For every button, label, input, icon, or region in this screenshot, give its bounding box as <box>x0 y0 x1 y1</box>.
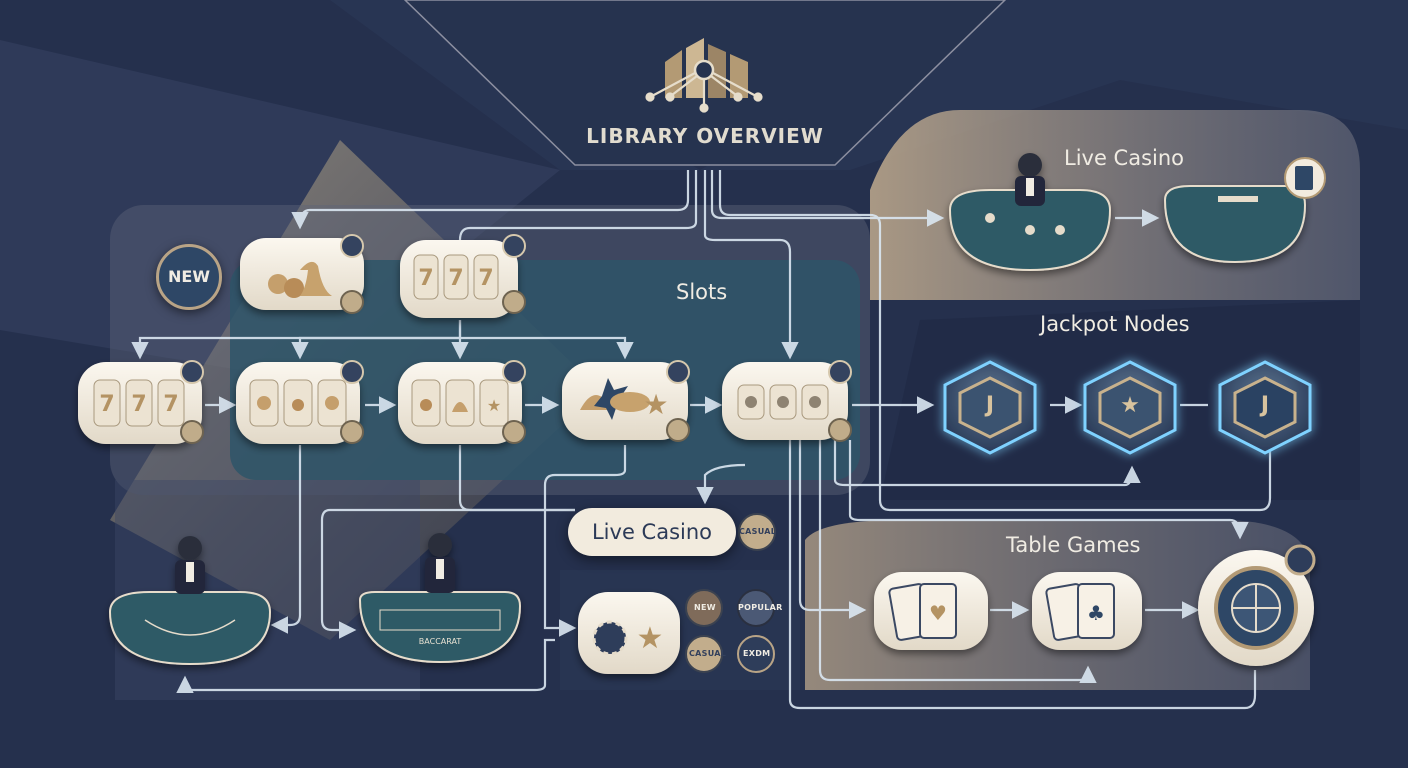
library-logo-icon <box>645 38 763 113</box>
badge-casual-small: CASUAL <box>689 649 727 658</box>
slot-card-fruit-reels[interactable] <box>236 362 360 444</box>
jackpot-letter-2: ★ <box>1120 393 1140 418</box>
jackpot-node-j[interactable] <box>943 360 1037 455</box>
svg-text:♣: ♣ <box>1087 601 1105 625</box>
badge-exdm: EXDM <box>743 649 771 658</box>
connectors <box>131 170 1272 710</box>
live-dealer-table-icon[interactable] <box>948 153 1112 272</box>
jackpot-letter-1: J <box>985 393 995 418</box>
page-title: LIBRARY OVERVIEW <box>586 124 824 148</box>
slot-card-fruit[interactable] <box>240 238 364 310</box>
region-label-slots: Slots <box>676 280 728 304</box>
jackpot-node-star[interactable] <box>1083 360 1177 455</box>
slots-panel <box>230 260 860 480</box>
blackjack-table-icon[interactable] <box>1163 185 1307 264</box>
region-label-table-games: Table Games <box>1006 533 1141 557</box>
baccarat-label: BACCARAT <box>418 637 462 646</box>
playing-card-icon <box>1284 157 1326 199</box>
live-casino-pill[interactable]: Live Casino <box>568 508 736 556</box>
svg-text:7: 7 <box>131 392 146 417</box>
svg-text:♥: ♥ <box>929 601 947 625</box>
svg-text:7: 7 <box>478 266 493 291</box>
jackpot-node-j-stars[interactable] <box>1218 360 1312 455</box>
ribbon-award-icon <box>502 234 526 314</box>
region-label-live-casino: Live Casino <box>1064 146 1185 170</box>
badge-new: NEW <box>694 603 716 612</box>
svg-text:7: 7 <box>163 392 178 417</box>
small-badges <box>685 513 776 673</box>
badge-casual: CASUAL <box>739 527 777 536</box>
jackpot-letter-3: J <box>1260 393 1270 418</box>
slot-card-cherry-bell-star[interactable]: ★ <box>398 362 522 444</box>
cards-club-icon[interactable]: ♣ <box>1032 572 1142 650</box>
roulette-wheel-icon[interactable] <box>1198 544 1316 666</box>
region-label-jackpot: Jackpot Nodes <box>1040 312 1190 336</box>
cards-heart-icon[interactable]: ♥ <box>874 572 988 650</box>
ribbon-award-icon <box>340 234 364 314</box>
baccarat-table-icon[interactable] <box>358 533 522 664</box>
svg-text:7: 7 <box>448 266 463 291</box>
svg-text:★: ★ <box>487 396 501 415</box>
svg-text:★: ★ <box>643 388 668 421</box>
live-dealer-table-icon[interactable] <box>108 536 272 666</box>
svg-text:7: 7 <box>99 392 114 417</box>
svg-text:★: ★ <box>637 621 664 656</box>
chips-star-card[interactable]: ★ <box>578 592 680 674</box>
svg-text:7: 7 <box>418 266 433 291</box>
badge-popular: POPULAR <box>738 603 783 612</box>
slot-card-bell-star[interactable]: ★ <box>562 362 688 440</box>
ribbon-award-icon <box>180 360 852 444</box>
new-badge: NEW <box>156 244 222 310</box>
slot-card-chips[interactable] <box>722 362 848 440</box>
